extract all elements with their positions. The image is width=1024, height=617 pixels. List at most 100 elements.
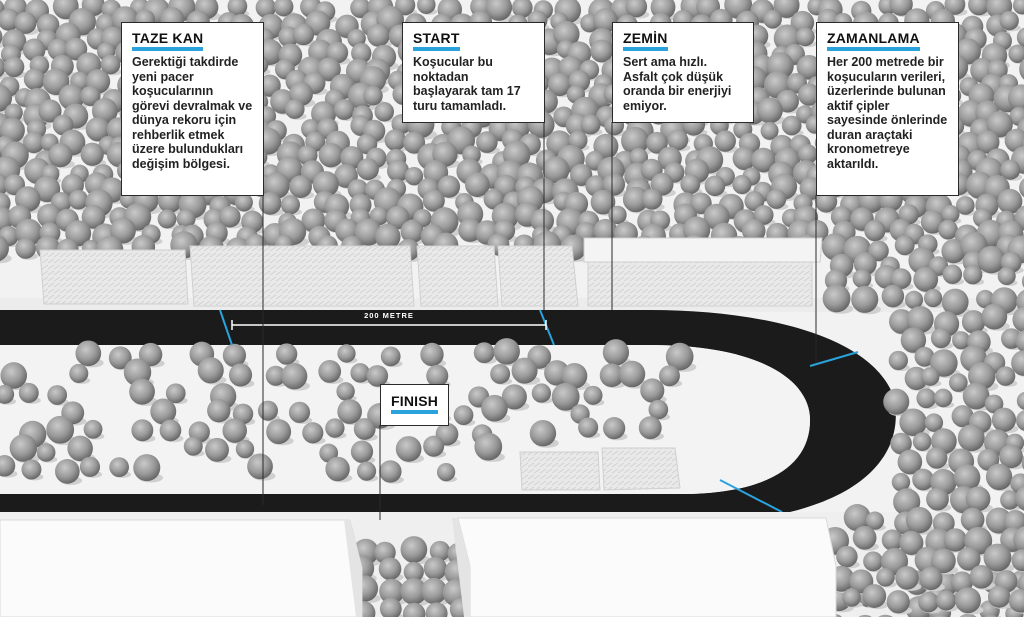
tree	[485, 0, 515, 23]
tree	[957, 424, 988, 453]
tree	[603, 416, 628, 441]
tree	[529, 420, 559, 448]
tree	[1016, 391, 1024, 411]
tree	[1008, 589, 1024, 614]
tree	[336, 382, 357, 402]
tree	[75, 340, 104, 368]
tree	[36, 443, 58, 463]
tree	[374, 101, 396, 123]
tree	[578, 417, 601, 439]
tree	[999, 444, 1024, 470]
tree	[417, 0, 438, 15]
tree	[501, 384, 530, 411]
callout-surface: ZEMİN Sert ama hızlı. Asfalt çok düşük o…	[612, 22, 754, 123]
tree	[420, 577, 450, 606]
tree	[876, 568, 897, 588]
tree	[756, 97, 786, 125]
tree	[923, 288, 945, 309]
tree	[318, 360, 344, 384]
tree	[0, 362, 30, 391]
tree	[356, 158, 382, 182]
tree	[197, 357, 227, 385]
tree	[977, 245, 1008, 275]
tree	[714, 130, 739, 153]
tree	[1011, 549, 1024, 573]
tree	[79, 456, 103, 478]
tree	[138, 342, 165, 368]
tree	[930, 328, 953, 350]
tree	[473, 342, 497, 365]
tree	[219, 205, 243, 229]
tree	[1000, 159, 1023, 181]
tree	[0, 235, 12, 264]
building-left	[0, 519, 363, 617]
tree	[380, 346, 403, 368]
tree	[234, 193, 255, 213]
callout-body: Sert ama hızlı. Asfalt çok düşük oranda …	[623, 55, 732, 113]
callout-body: Koşucular bu noktadan başlayarak tam 17 …	[413, 55, 521, 113]
tree	[1012, 0, 1024, 16]
callout-title: ZEMİN	[623, 30, 668, 51]
tree	[0, 384, 17, 405]
tree	[266, 419, 294, 446]
tree	[420, 342, 447, 368]
tree	[15, 238, 39, 260]
tree	[981, 303, 1010, 331]
tree	[1021, 455, 1024, 470]
tree	[931, 548, 959, 575]
tree	[936, 590, 959, 612]
tree	[481, 394, 511, 423]
leader-lines	[262, 122, 817, 520]
tree	[852, 525, 879, 551]
tree	[926, 487, 952, 512]
building-right-side	[452, 518, 470, 617]
tree	[284, 99, 307, 120]
tree	[83, 419, 105, 440]
tree	[851, 285, 882, 315]
tree	[760, 121, 781, 141]
tree	[1011, 350, 1024, 377]
tree	[350, 440, 376, 464]
track	[0, 310, 896, 512]
tree	[781, 115, 804, 137]
tree	[402, 602, 426, 617]
tree	[580, 114, 603, 136]
tree	[912, 432, 934, 452]
tree	[641, 188, 665, 211]
tree	[273, 0, 296, 18]
tree	[925, 447, 950, 470]
callout-title: ZAMANLAMA	[827, 30, 920, 51]
tree	[379, 597, 404, 617]
tree	[968, 0, 992, 17]
tree	[47, 385, 70, 406]
tree	[842, 588, 863, 608]
tree	[638, 416, 664, 441]
tree	[865, 511, 886, 531]
tree	[423, 435, 447, 458]
tree	[997, 266, 1018, 286]
callout-finish: FINISH	[380, 384, 449, 426]
grandstand-4	[497, 245, 579, 307]
tree	[969, 565, 996, 590]
tree	[920, 367, 942, 387]
tree	[1015, 410, 1024, 432]
grandstand-2	[189, 245, 415, 307]
building-right	[457, 517, 837, 617]
tree	[551, 382, 583, 413]
tree	[378, 557, 404, 582]
tree	[942, 264, 965, 285]
tree	[665, 342, 697, 372]
tree	[956, 196, 977, 216]
tree	[766, 189, 789, 210]
tree	[999, 11, 1021, 32]
grandstand-5	[583, 237, 823, 263]
callout-body: Gerektiği takdirde yeni pacer koşucuları…	[132, 55, 253, 171]
tree	[943, 528, 970, 553]
tree	[474, 432, 505, 462]
tree	[599, 363, 626, 389]
tree	[54, 459, 83, 485]
tree	[490, 363, 513, 385]
callout-timing: ZAMANLAMA Her 200 metrede bir koşucuları…	[816, 22, 959, 196]
tree	[325, 418, 347, 439]
